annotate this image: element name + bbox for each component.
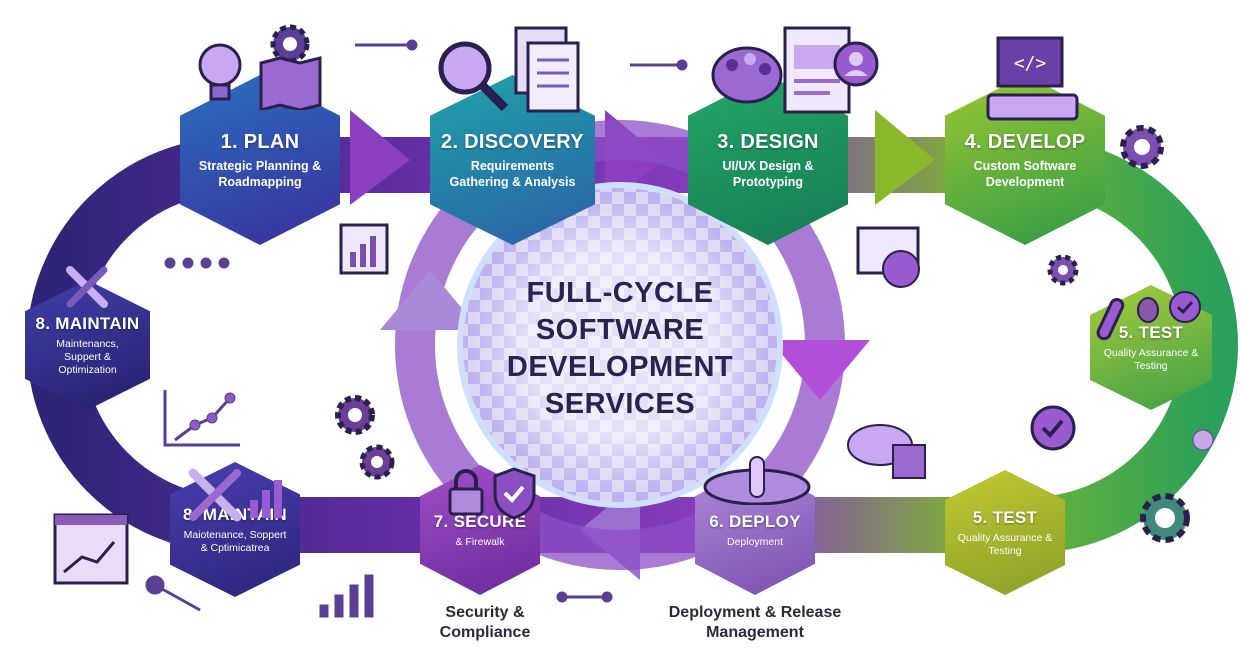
gear-icon (270, 24, 310, 64)
step-title: 8. MAINTAIN (35, 313, 140, 333)
gear-icon (359, 444, 395, 480)
step-test-bottom[interactable]: 5. TEST Quality Assurance & Testing (945, 470, 1065, 595)
gear-icon (1047, 254, 1079, 286)
center-title-line: SERVICES (544, 388, 696, 420)
wrench-icon (188, 468, 242, 522)
map-icon (259, 56, 322, 110)
lock-icon (448, 469, 484, 516)
step-title: 4. DEVELOP (964, 130, 1086, 153)
inner-arrow-up (380, 270, 480, 330)
gear-icon (1120, 125, 1164, 169)
inner-arrow-down (770, 340, 870, 400)
caption-security: Security & Compliance (439, 604, 531, 641)
line-chart-icon (53, 513, 129, 585)
step-title: 5. TEST (972, 507, 1038, 527)
wrench-icon (66, 266, 108, 308)
step-title: 2. DISCOVERY (441, 130, 584, 153)
gear-icon (1140, 493, 1190, 543)
check-icon (1030, 405, 1076, 451)
bar-chart-icon (250, 480, 282, 518)
step-subtitle: Quality Assurance & Testing (1103, 346, 1199, 372)
test-tube-icon (1096, 297, 1125, 341)
step-subtitle: & Firewalk (455, 535, 505, 548)
step-subtitle: Deployment (726, 535, 784, 548)
keyboard-icon (986, 93, 1079, 121)
check-icon (1169, 291, 1201, 323)
decorations (145, 39, 1214, 618)
center-title-line: SOFTWARE (535, 314, 705, 346)
center-title-line: FULL-CYCLE (526, 277, 714, 309)
palette-icon (711, 46, 783, 104)
step-subtitle: Custom Software Development (973, 158, 1077, 189)
center-title-line: DEVELOPMENT (506, 351, 734, 383)
user-icon (833, 41, 879, 87)
step-subtitle: Quality Assurance & Testing (957, 531, 1053, 557)
calendar-chart-icon (339, 223, 389, 275)
step-subtitle: Maiotenance, Soppert & Cptimicatrea (183, 528, 287, 554)
step-subtitle: Strategic Planning & Roadmapping (198, 158, 322, 189)
server-cloud-icon (847, 424, 926, 479)
step-title: 6. DEPLOY (709, 511, 801, 531)
lightbulb-icon (198, 43, 242, 101)
shield-check-icon (493, 467, 536, 520)
step-subtitle: UI/UX Design & Prototyping (722, 158, 814, 189)
step-title: 1. PLAN (220, 130, 300, 153)
gear-icon (335, 395, 375, 435)
step-subtitle: Maintenancs, Suppert & Optimization (56, 337, 119, 376)
step-title: 7. SECURE (433, 511, 527, 531)
rocket-cloud-icon (703, 456, 811, 505)
code-window-icon: </> (996, 36, 1064, 88)
step-subtitle: Requirements Gathering & Analysis (449, 158, 576, 189)
step-title: 3. DESIGN (717, 130, 819, 153)
bug-icon (1137, 297, 1159, 323)
svg-text:</>: </> (1014, 53, 1047, 74)
step-maintain-left[interactable]: 8. MAINTAIN Maintenancs, Suppert & Optim… (25, 280, 150, 410)
documents-icon (514, 26, 580, 113)
code-window-icon (856, 226, 920, 288)
step-title: 5. TEST (1118, 322, 1184, 342)
magnifier-icon (438, 41, 509, 112)
center-title: FULL-CYCLE SOFTWARE DEVELOPMENT SERVICES (470, 275, 770, 423)
caption-deployment: Deployment & Release Management (668, 604, 842, 641)
